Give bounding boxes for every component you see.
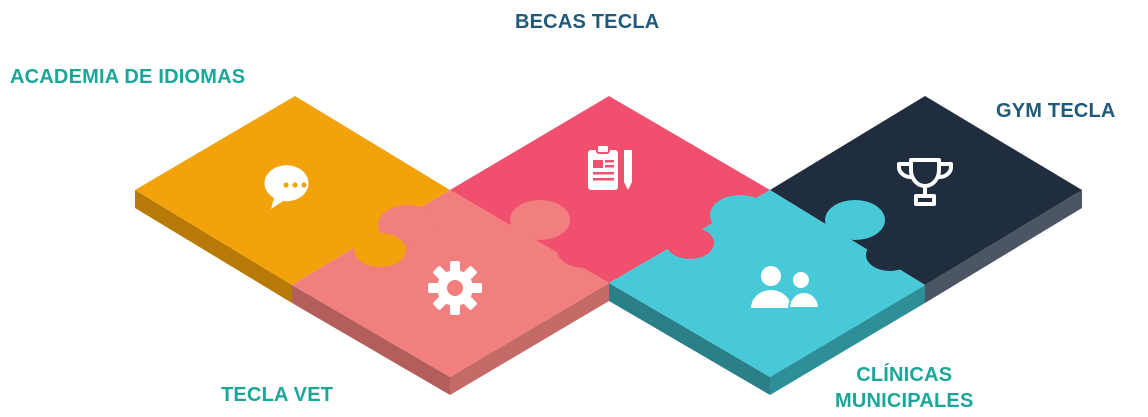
gym-piece-side (925, 190, 1082, 303)
clinicas-label-line1: CLÍNICAS (856, 364, 953, 386)
gear-icon (428, 261, 482, 315)
clipboard-icon (588, 144, 632, 190)
trophy-icon (897, 158, 953, 206)
vet-piece-side-right (450, 283, 609, 395)
clinicas-label-line2: MUNICIPALES (835, 390, 974, 412)
becas-knob-right (666, 227, 714, 259)
gym-label: GYM TECLA (996, 100, 1116, 122)
academia-knob (354, 233, 406, 267)
vet-knob-right (510, 200, 570, 240)
speech-bubble-icon (264, 165, 309, 209)
vet-knob (378, 205, 438, 245)
academia-piece-side (135, 190, 292, 303)
users-icon (751, 266, 821, 309)
clinicas-piece-side-right (770, 285, 925, 395)
academia-label: ACADEMIA DE IDIOMAS (10, 66, 246, 88)
clinicas-piece-side (609, 283, 770, 395)
clinicas-knob-right (825, 200, 885, 240)
becas-label: BECAS TECLA (515, 11, 660, 33)
gym-knob (866, 239, 914, 271)
clinicas-knob (710, 195, 770, 235)
vet-piece-side (292, 285, 450, 395)
clinicas-label: CLÍNICAS MUNICIPALES (835, 362, 974, 414)
vet-label: TECLA VET (221, 384, 334, 406)
becas-knob (557, 232, 613, 268)
